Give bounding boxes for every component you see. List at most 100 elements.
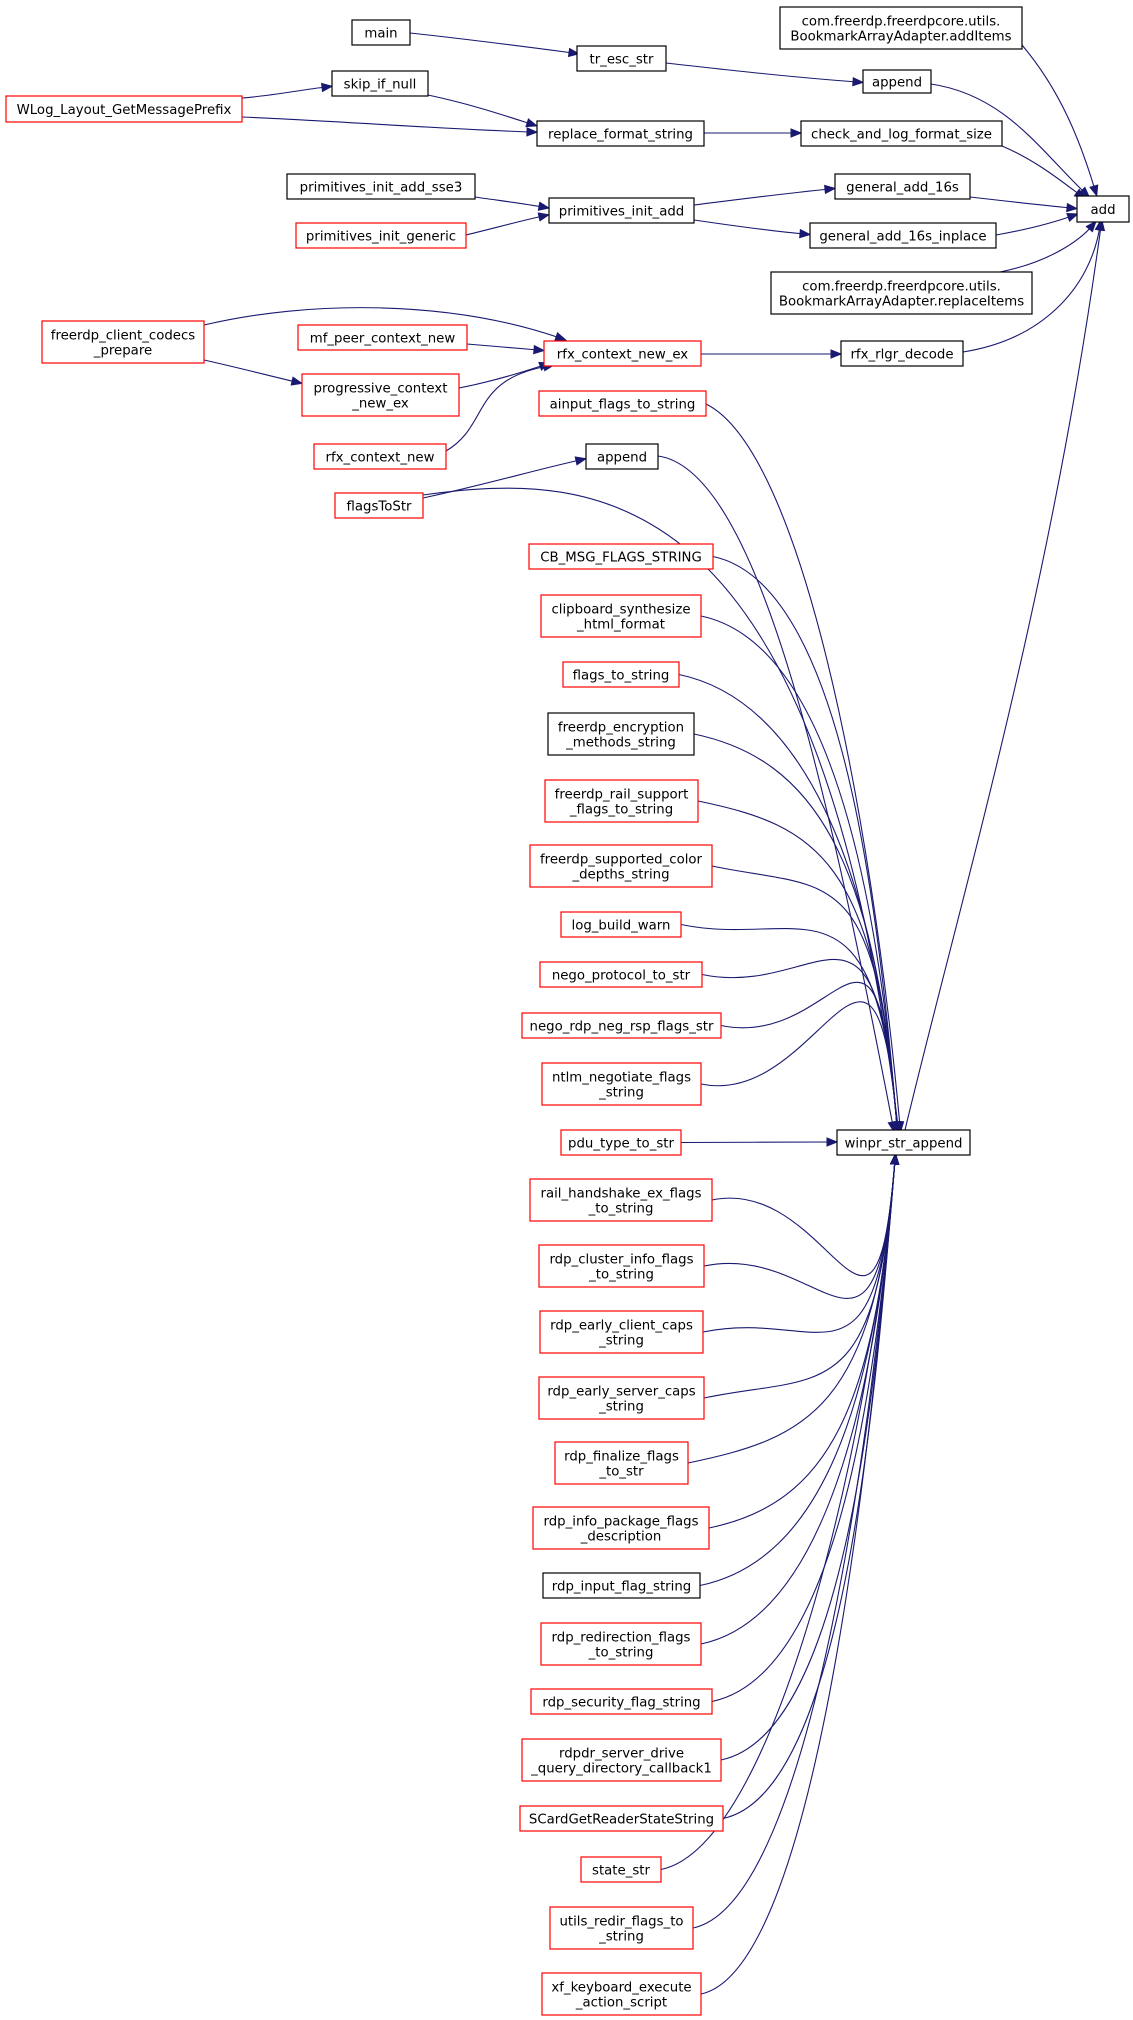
node-box[interactable] [547, 712, 695, 756]
node-rdp_cluster_info[interactable]: rdp_cluster_info_flags_to_string [538, 1244, 705, 1288]
node-encryption_methods[interactable]: freerdp_encryption_methods_string [547, 712, 695, 756]
node-mf_peer_context_new[interactable]: mf_peer_context_new [297, 324, 468, 351]
node-box[interactable] [576, 45, 667, 72]
node-primitives_init_add[interactable]: primitives_init_add [548, 197, 695, 224]
node-append1[interactable]: append [862, 69, 932, 94]
node-rdp_info_package[interactable]: rdp_info_package_flags_description [532, 1506, 710, 1550]
node-rail_support_flags[interactable]: freerdp_rail_support_flags_to_string [544, 779, 699, 823]
node-box[interactable] [580, 1856, 662, 1883]
node-rfx_rlgr_decode[interactable]: rfx_rlgr_decode [840, 340, 964, 367]
node-box[interactable] [528, 543, 714, 570]
node-box[interactable] [554, 1441, 689, 1485]
node-box[interactable] [541, 1062, 702, 1106]
node-box[interactable] [1076, 195, 1130, 223]
node-check_and_log_format_size[interactable]: check_and_log_format_size [800, 120, 1003, 147]
node-rdp_input_flag_string[interactable]: rdp_input_flag_string [542, 1572, 701, 1599]
node-box[interactable] [809, 222, 997, 249]
node-box[interactable] [41, 320, 205, 364]
node-box[interactable] [541, 1972, 702, 2016]
node-flagsToStr[interactable]: flagsToStr [334, 492, 424, 519]
node-box[interactable] [779, 6, 1023, 50]
node-replace_format_string[interactable]: replace_format_string [536, 120, 705, 147]
node-box[interactable] [540, 594, 702, 638]
node-box[interactable] [800, 120, 1003, 147]
node-box[interactable] [544, 779, 699, 823]
node-box[interactable] [538, 1376, 705, 1420]
node-addItems[interactable]: com.freerdp.freerdpcore.utils.BookmarkAr… [779, 6, 1023, 50]
node-utils_redir_flags[interactable]: utils_redir_flags_to_string [549, 1906, 694, 1950]
node-rdp_security_flag_string[interactable]: rdp_security_flag_string [530, 1688, 713, 1715]
node-box[interactable] [548, 197, 695, 224]
node-box[interactable] [543, 340, 702, 367]
node-box[interactable] [529, 844, 713, 888]
node-general_add_16s_inplace[interactable]: general_add_16s_inplace [809, 222, 997, 249]
node-box[interactable] [539, 961, 703, 988]
node-rdp_finalize_flags[interactable]: rdp_finalize_flags_to_str [554, 1441, 689, 1485]
node-rfx_context_new[interactable]: rfx_context_new [313, 443, 447, 470]
node-general_add_16s[interactable]: general_add_16s [834, 173, 971, 200]
node-state_str[interactable]: state_str [580, 1856, 662, 1883]
node-rdp_redirection_flags[interactable]: rdp_redirection_flags_to_string [540, 1622, 702, 1666]
node-add[interactable]: add [1076, 195, 1130, 223]
node-box[interactable] [770, 271, 1033, 315]
node-box[interactable] [539, 1310, 704, 1354]
node-box[interactable] [560, 911, 682, 938]
node-pdu_type_to_str[interactable]: pdu_type_to_str [560, 1129, 682, 1156]
node-box[interactable] [5, 95, 243, 123]
node-cb_msg_flags_string[interactable]: CB_MSG_FLAGS_STRING [528, 543, 714, 570]
node-nego_rdp_neg_rsp_flags_str[interactable]: nego_rdp_neg_rsp_flags_str [521, 1012, 722, 1039]
node-box[interactable] [538, 390, 707, 417]
node-flags_to_string[interactable]: flags_to_string [562, 661, 680, 688]
node-box[interactable] [540, 1622, 702, 1666]
node-winpr_str_append[interactable]: winpr_str_append [836, 1129, 971, 1156]
node-replaceItems[interactable]: com.freerdp.freerdpcore.utils.BookmarkAr… [770, 271, 1033, 315]
node-box[interactable] [560, 1129, 682, 1156]
node-wlog_prefix[interactable]: WLog_Layout_GetMessagePrefix [5, 95, 243, 123]
node-append2[interactable]: append [585, 443, 659, 470]
node-box[interactable] [862, 69, 932, 94]
node-box[interactable] [549, 1906, 694, 1950]
node-box[interactable] [536, 120, 705, 147]
node-box[interactable] [334, 492, 424, 519]
node-scard_reader_state[interactable]: SCardGetReaderStateString [519, 1805, 724, 1832]
node-main[interactable]: main [351, 19, 411, 46]
node-box[interactable] [297, 324, 468, 351]
node-box[interactable] [313, 443, 447, 470]
node-rdpdr_server_drive[interactable]: rdpdr_server_drive_query_directory_callb… [521, 1738, 722, 1782]
node-box[interactable] [532, 1506, 710, 1550]
node-progressive_context_new_ex[interactable]: progressive_context_new_ex [301, 373, 460, 417]
node-box[interactable] [519, 1805, 724, 1832]
node-box[interactable] [836, 1129, 971, 1156]
node-rdp_early_server_caps[interactable]: rdp_early_server_caps_string [538, 1376, 705, 1420]
node-box[interactable] [529, 1178, 713, 1222]
node-nego_protocol_to_str[interactable]: nego_protocol_to_str [539, 961, 703, 988]
node-box[interactable] [301, 373, 460, 417]
node-box[interactable] [840, 340, 964, 367]
node-log_build_warn[interactable]: log_build_warn [560, 911, 682, 938]
node-box[interactable] [562, 661, 680, 688]
node-primitives_init_add_sse3[interactable]: primitives_init_add_sse3 [286, 173, 476, 200]
node-primitives_init_generic[interactable]: primitives_init_generic [295, 222, 467, 249]
node-box[interactable] [295, 222, 467, 249]
node-clipboard_synthesize[interactable]: clipboard_synthesize_html_format [540, 594, 702, 638]
node-supported_color_depths[interactable]: freerdp_supported_color_depths_string [529, 844, 713, 888]
node-rdp_early_client_caps[interactable]: rdp_early_client_caps_string [539, 1310, 704, 1354]
node-ainput_flags_to_string[interactable]: ainput_flags_to_string [538, 390, 707, 417]
node-box[interactable] [331, 70, 429, 97]
node-box[interactable] [521, 1012, 722, 1039]
node-xf_keyboard_execute[interactable]: xf_keyboard_execute_action_script [541, 1972, 702, 2016]
node-box[interactable] [542, 1572, 701, 1599]
node-box[interactable] [530, 1688, 713, 1715]
node-box[interactable] [834, 173, 971, 200]
node-box[interactable] [286, 173, 476, 200]
node-client_codecs_prepare[interactable]: freerdp_client_codecs_prepare [41, 320, 205, 364]
node-ntlm_negotiate_flags[interactable]: ntlm_negotiate_flags_string [541, 1062, 702, 1106]
node-box[interactable] [351, 19, 411, 46]
node-box[interactable] [585, 443, 659, 470]
node-tr_esc_str[interactable]: tr_esc_str [576, 45, 667, 72]
node-box[interactable] [538, 1244, 705, 1288]
node-rail_handshake_ex[interactable]: rail_handshake_ex_flags_to_string [529, 1178, 713, 1222]
node-skip_if_null[interactable]: skip_if_null [331, 70, 429, 97]
node-rfx_context_new_ex[interactable]: rfx_context_new_ex [543, 340, 702, 367]
node-box[interactable] [521, 1738, 722, 1782]
